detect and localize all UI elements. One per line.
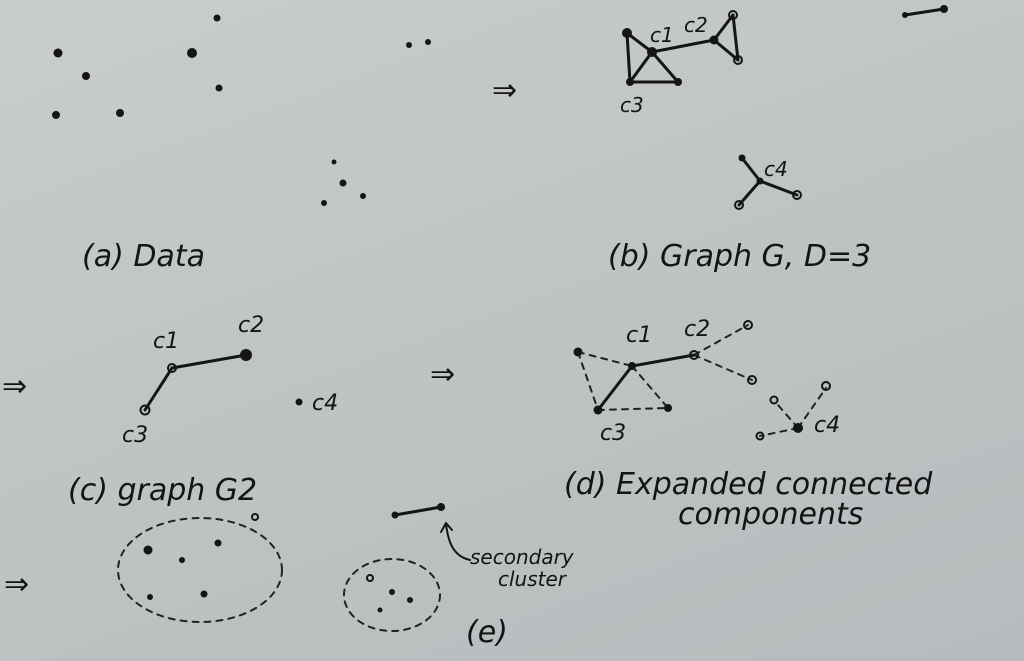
panel-d-graph (573, 320, 831, 441)
implies-arrow-to-e: ⇒ (4, 567, 29, 602)
panel-e-clusters (117, 503, 471, 632)
panel-d-label-c1: c1 (626, 323, 652, 348)
panel-c-caption: (c) graph G2 (68, 473, 257, 508)
implies-arrow-ab: ⇒ (492, 73, 517, 108)
panel-b-graph (622, 5, 948, 210)
implies-arrow-cd: ⇒ (430, 357, 455, 392)
panel-b-label-c3: c3 (620, 93, 644, 117)
panel-c-label-c4: c4 (312, 391, 338, 416)
panel-b-label-c1: c1 (650, 23, 674, 47)
panel-d-caption-line2: components (678, 497, 863, 532)
implies-arrow-to-c: ⇒ (2, 369, 27, 404)
panel-d-label-c2: c2 (684, 317, 710, 342)
panel-d-label-c3: c3 (600, 421, 626, 446)
panel-b-label-c4: c4 (764, 157, 788, 181)
panel-b-label-c2: c2 (684, 13, 708, 37)
panel-d-label-c4: c4 (814, 413, 840, 438)
panel-d-caption-line1: (d) Expanded connected (564, 467, 933, 502)
panel-c-label-c1: c1 (153, 329, 179, 354)
panel-e-caption: (e) (466, 615, 508, 650)
panel-c-label-c3: c3 (122, 423, 148, 448)
panel-c-label-c2: c2 (238, 313, 264, 338)
panel-e-annotation-line2: cluster (498, 567, 568, 591)
panel-a-caption: (a) Data (82, 239, 205, 274)
panel-b-caption: (b) Graph G, D=3 (608, 239, 871, 274)
panel-a-data-points (52, 14, 431, 206)
panel-e-annotation-line1: secondary (470, 545, 575, 569)
panel-c-graph (139, 349, 303, 416)
